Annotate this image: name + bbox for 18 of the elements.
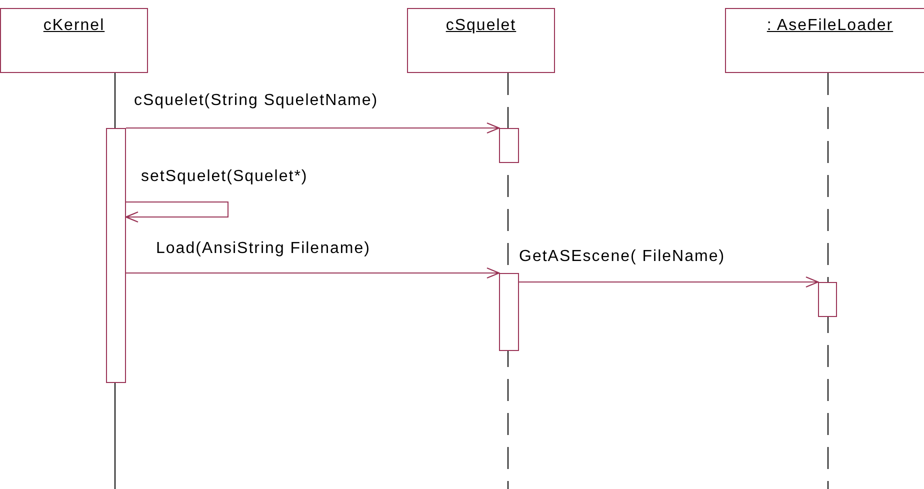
object-box	[725, 8, 924, 73]
object-box	[407, 8, 555, 73]
object-name: cSquelet	[444, 17, 518, 35]
message-arrow	[126, 267, 500, 279]
edge-label: Load(AnsiString Filename)	[155, 240, 372, 258]
message-arrow	[518, 276, 819, 288]
activation-bar	[106, 128, 126, 383]
edge-label: GetASEscene( FileName)	[518, 248, 726, 266]
message-arrow	[125, 202, 228, 223]
object-name: cKernel	[42, 17, 106, 35]
activation-bar	[499, 128, 519, 163]
message-arrow	[126, 122, 500, 134]
activation-bar	[818, 282, 837, 317]
activation-bar	[499, 273, 519, 351]
edge-label: cSquelet(String SqueletName)	[133, 92, 380, 110]
object-box	[0, 8, 148, 73]
edge-label: setSquelet(Squelet*)	[140, 168, 309, 186]
object-name: : AseFileLoader	[766, 17, 894, 35]
